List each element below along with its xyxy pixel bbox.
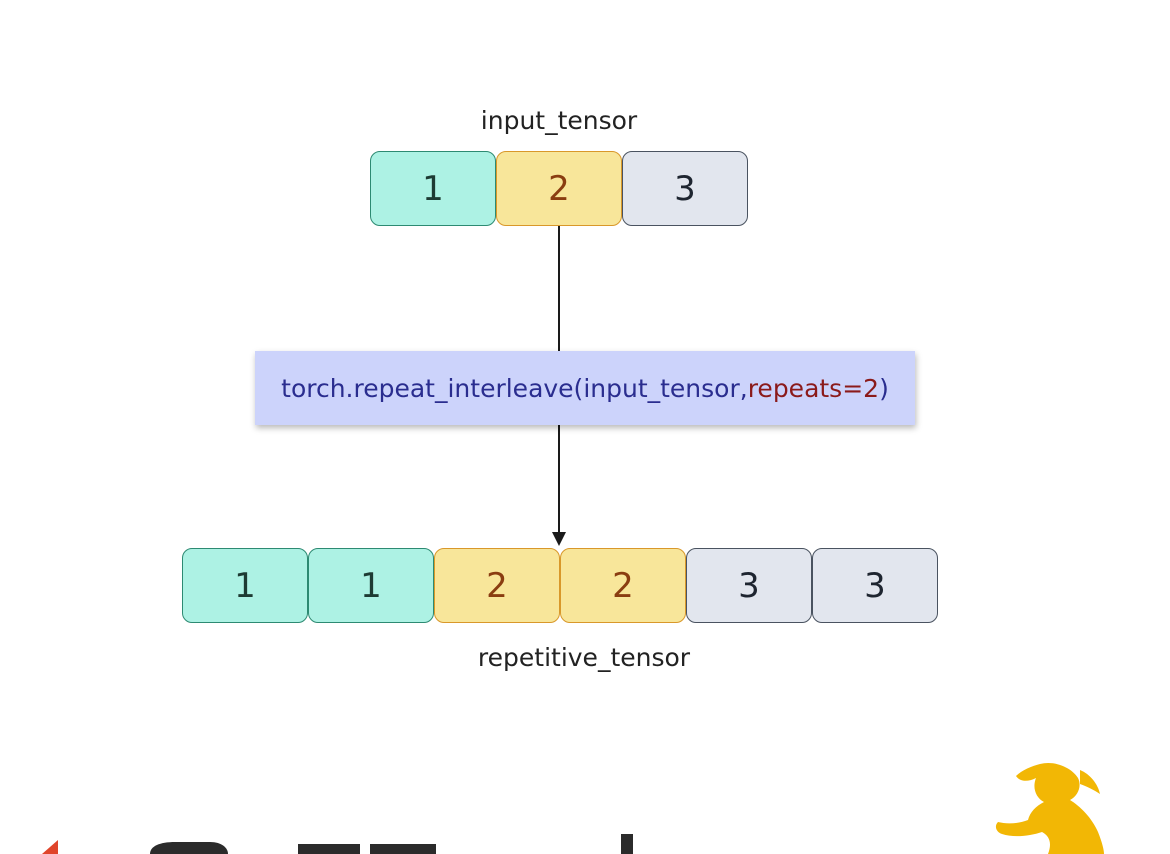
operation-argument: repeats=2 bbox=[747, 373, 880, 403]
input-tensor-row: 1 2 3 bbox=[370, 151, 748, 226]
input-cell: 2 bbox=[496, 151, 622, 226]
input-cell: 3 bbox=[622, 151, 748, 226]
operation-closing: ) bbox=[879, 373, 889, 403]
output-cell: 1 bbox=[308, 548, 434, 623]
output-cell: 2 bbox=[434, 548, 560, 623]
output-tensor-label: repetitive_tensor bbox=[477, 643, 691, 672]
connector-line-top bbox=[558, 226, 560, 351]
arrow-down-icon bbox=[552, 532, 566, 546]
output-tensor-row: 1 1 2 2 3 3 bbox=[182, 548, 938, 623]
output-cell: 3 bbox=[686, 548, 812, 623]
output-cell: 2 bbox=[560, 548, 686, 623]
operation-function: torch.repeat_interleave(input_tensor, bbox=[281, 373, 748, 403]
operation-box: torch.repeat_interleave(input_tensor, re… bbox=[255, 351, 915, 425]
connector-line-bottom bbox=[558, 425, 560, 533]
input-tensor-label: input_tensor bbox=[480, 106, 638, 135]
output-cell: 3 bbox=[812, 548, 938, 623]
input-cell: 1 bbox=[370, 151, 496, 226]
watermark-logo-icon bbox=[42, 762, 1104, 854]
output-cell: 1 bbox=[182, 548, 308, 623]
watermark bbox=[0, 760, 1170, 854]
